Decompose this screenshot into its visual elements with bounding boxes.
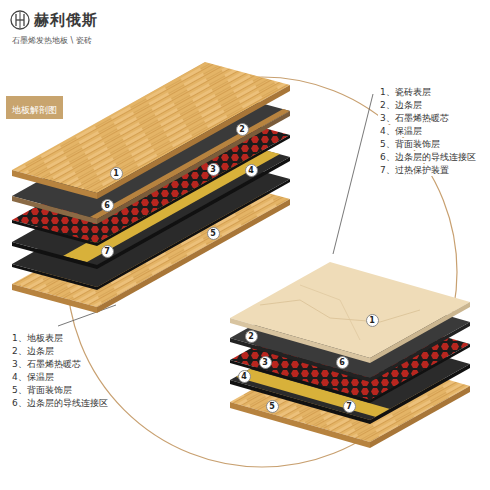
layer-list-item: 4、保温层 — [378, 125, 424, 137]
callout-number: 3 — [259, 356, 272, 369]
layer-list-item: 2、边条层 — [378, 99, 424, 111]
tile-floor-stack — [230, 262, 470, 448]
callout-number: 3 — [207, 163, 220, 176]
layer-list-item: 3、石墨烯热暖芯 — [378, 112, 451, 124]
layer-list-item: 5、背面装饰层 — [10, 384, 74, 396]
layer-list-item: 1、瓷砖表层 — [378, 86, 433, 98]
layer-list-item: 6、边条层的导线连接区 — [378, 151, 478, 163]
layer-list-item: 4、保温层 — [10, 371, 56, 383]
layer-list-item: 2、边条层 — [10, 345, 56, 357]
callout-number: 4 — [245, 164, 258, 177]
leader-line — [333, 94, 373, 254]
tag-text: 地板解剖图 — [12, 105, 57, 115]
logo-mark — [11, 11, 29, 29]
layer-list-item: 3、石墨烯热暖芯 — [10, 358, 83, 370]
callout-number: 7 — [343, 400, 356, 413]
callout-number: 7 — [101, 245, 114, 258]
callout-number: 5 — [266, 400, 279, 413]
layer-list-item: 7、过热保护装置 — [378, 164, 451, 176]
section-tag: 地板解剖图 — [6, 96, 63, 119]
callout-number: 6 — [336, 356, 349, 369]
callout-number: 1 — [366, 314, 379, 327]
callout-number: 6 — [101, 199, 114, 212]
layer-list-item: 6、边条层的导线连接区 — [10, 397, 110, 409]
brand-subtitle: 石墨烯发热地板 \ 瓷砖 — [12, 35, 92, 46]
brand-title: 赫利俄斯 — [34, 11, 98, 30]
callout-number: 5 — [207, 227, 220, 240]
callout-number: 2 — [236, 123, 249, 136]
layer-list-item: 1、地板表层 — [10, 332, 65, 344]
callout-number: 2 — [245, 330, 258, 343]
callout-number: 4 — [238, 370, 251, 383]
layer-list-item: 5、背面装饰层 — [378, 138, 442, 150]
callout-number: 1 — [110, 167, 123, 180]
